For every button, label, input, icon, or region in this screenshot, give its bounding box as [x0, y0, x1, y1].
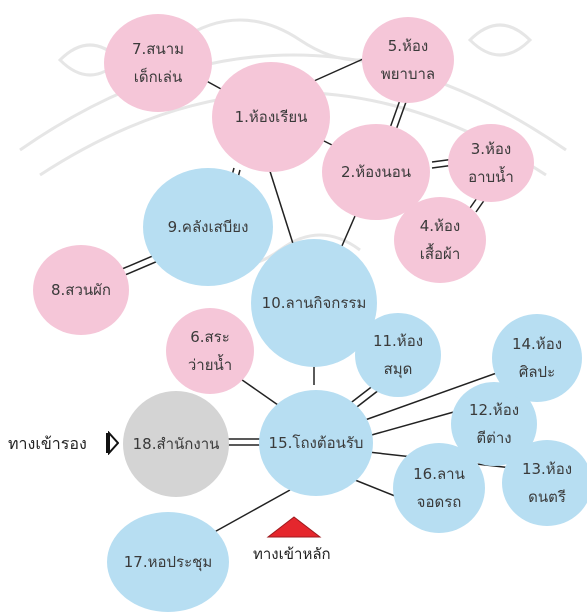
node-parking-lot: 16.ลาน จอดรถ — [393, 443, 485, 533]
edge-1-10 — [267, 164, 296, 251]
edge-5-2-b — [395, 101, 407, 131]
edge-5-1 — [304, 54, 373, 86]
node-swimming-pool: 6.สระ ว่ายน้ำ — [166, 308, 254, 394]
node-library: 11.ห้อง สมุด — [355, 313, 441, 397]
main-entrance-triangle-icon — [266, 516, 322, 538]
node-supply-storage: 9.คลังเสบียง — [143, 168, 273, 286]
node-reception-hall: 15.โถงต้อนรับ — [259, 390, 373, 496]
node-office: 18.สำนักงาน — [123, 391, 229, 497]
node-art-room: 14.ห้อง ศิลปะ — [492, 314, 582, 402]
edge-5-2-a — [389, 99, 401, 129]
node-bathroom: 3.ห้อง อาบน้ำ — [448, 124, 534, 202]
node-vegetable-garden: 8.สวนผัก — [33, 245, 129, 335]
side-entrance-arrow-icon — [106, 431, 119, 455]
node-playground: 7.สนาม เด็กเล่น — [104, 14, 212, 112]
node-bedroom: 2.ห้องนอน — [322, 124, 430, 220]
node-auditorium: 17.หอประชุม — [107, 512, 229, 612]
main-entrance-label: ทางเข้าหลัก — [253, 545, 331, 563]
node-music-room: 13.ห้อง ดนตรี — [502, 440, 587, 526]
side-entrance-label: ทางเข้ารอง — [8, 434, 87, 453]
node-classroom: 1.ห้องเรียน — [212, 62, 330, 172]
node-wardrobe-room: 4.ห้อง เสื้อผ้า — [394, 197, 486, 283]
node-infirmary: 5.ห้อง พยาบาล — [362, 17, 454, 103]
edge-15-14 — [364, 369, 506, 421]
